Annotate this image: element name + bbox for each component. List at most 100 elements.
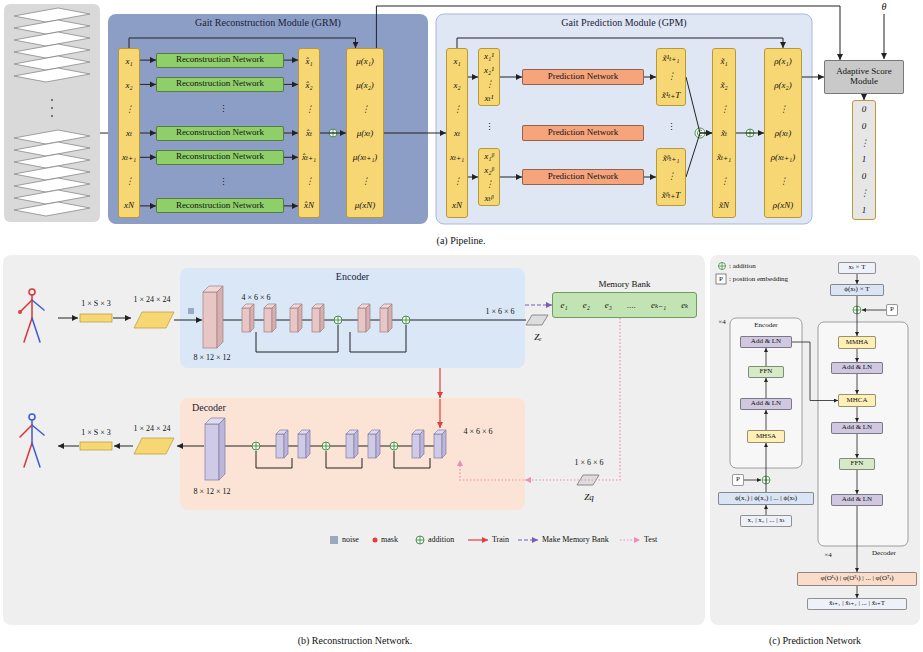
caption: (c) Prediction Network	[769, 636, 861, 646]
box-label: Add & LN	[842, 364, 872, 372]
vector-entry: ρ(xN)	[773, 201, 793, 210]
vector-entry: x̃ᵝₜ₊₁	[663, 154, 680, 163]
vector-entry: x̂₂	[305, 81, 312, 90]
vector-entry: 1	[862, 206, 867, 215]
vector-entry: μ(xN)	[355, 201, 376, 210]
vector-entry: ⋮	[305, 177, 314, 186]
box-label: φ(O¹ₜ) | φ(O²ₜ) | ... | φ(Oᵀₜ)	[820, 575, 893, 583]
legend-text: noise	[342, 536, 359, 544]
embedding-row: ϕ(xₜ) × T	[830, 284, 884, 296]
legend-text: : position embedding	[729, 276, 788, 283]
legend-text: Test	[644, 536, 657, 544]
ffn-layer: FFN	[839, 458, 875, 470]
dimension-label: 8 × 12 × 12	[193, 488, 230, 496]
vector-entry: 1	[862, 155, 867, 164]
vector-entry: x̂₁	[305, 57, 312, 66]
vector-entry: 0	[862, 105, 867, 114]
ellipsis-mark: ⋮	[667, 123, 676, 132]
legend-text: Make Memory Bank	[542, 536, 609, 544]
vector-entry: μ(xₜ)	[357, 129, 374, 138]
vector-column: x̃¹ₜ₊₁⋮x̃¹ₜ₊T	[656, 48, 686, 106]
symbol-label: P	[719, 276, 723, 283]
vector-entry: x₂	[125, 81, 132, 90]
vector-column: x₁x₂⋮xₜxₜ₊₁⋮xN	[118, 48, 140, 218]
dimension-label: 1 × 6 × 6	[485, 308, 514, 316]
vector-entry: xₜ₊₁	[450, 153, 464, 162]
caption: (a) Pipeline.	[437, 236, 486, 246]
vector-entry: x₁ᵝ	[484, 152, 494, 161]
block-title: Decoder	[872, 549, 896, 557]
legend-samples	[330, 263, 726, 545]
encoder-box: Encoder	[180, 268, 525, 368]
memory-entries: e₁e₂e₃....eₖ₋₁eₖ	[553, 300, 696, 310]
vector-entry: μ(x₁)	[356, 57, 374, 66]
output-row: φ(O¹ₜ) | φ(O²ₜ) | ... | φ(Oᵀₜ)	[797, 572, 917, 586]
norm-layer: Add & LN	[740, 398, 792, 410]
dimension-label: 8 × 12 × 12	[193, 354, 230, 362]
connector	[802, 77, 824, 78]
vector-entry: ρ(x₂)	[774, 81, 791, 90]
connector	[857, 586, 858, 598]
box-label: Add & LN	[842, 496, 872, 504]
connector	[284, 133, 298, 134]
input-row: xₜ × T	[838, 262, 876, 274]
box-label: Reconstruction Network	[176, 128, 264, 138]
vector-entry: ⋮	[305, 105, 314, 114]
network-box: Reconstruction Network	[156, 150, 284, 165]
input-row: x₁ | x₂ | ... | xₜ	[740, 515, 792, 527]
box-label: ϕ(x₁) | ϕ(x₂) | ... | ϕ(xₜ)	[735, 495, 797, 503]
connector	[140, 205, 156, 206]
vector-entry: x̂N	[304, 201, 314, 210]
repeat-count: ×4	[824, 552, 831, 559]
vector-entry: xN	[124, 201, 134, 210]
vector-entry: ⋮	[779, 177, 788, 186]
dimension-label: 1 × 24 × 24	[133, 425, 170, 433]
connector	[525, 318, 620, 480]
network-box: Reconstruction Network	[156, 126, 284, 141]
position-embedding: P	[886, 304, 898, 316]
dimension-label: 1 × S × 3	[81, 300, 110, 308]
vector-entry: x̃¹ₜ₊₁	[663, 54, 680, 63]
output-row: x̃ₜ₊₁ | x̃ₜ₊₂ | ... | x̃ₜ₊T	[807, 598, 907, 610]
vector-entry: x₁¹	[484, 52, 494, 61]
vector-entry: ⋮	[453, 105, 462, 114]
connector	[644, 177, 656, 178]
connector	[644, 77, 656, 78]
vector-entry: xN	[452, 201, 462, 210]
box-label: Add & LN	[751, 400, 781, 408]
connector	[766, 443, 767, 492]
network-box: Reconstruction Network	[156, 53, 284, 68]
vector-entry: μ(xₜ₊₁)	[353, 153, 378, 162]
module-box: Gait Prediction Module (GPM)x₁x₂⋮xₜxₜ₊₁⋮…	[436, 14, 812, 224]
box-label: Adaptive Score Module	[827, 67, 901, 87]
vector-entry: 0	[862, 172, 867, 181]
vector-entry: x̃₂	[720, 81, 727, 90]
connector	[686, 133, 712, 177]
vector-entry: x̂ₜ	[306, 129, 312, 138]
attention-layer: MHCA	[838, 394, 876, 407]
connector	[857, 434, 858, 458]
vector-entry: ⋮	[453, 177, 462, 186]
vector-entry: ⋮	[779, 105, 788, 114]
connector	[500, 77, 522, 78]
box-label: P	[736, 476, 740, 484]
vector-column: ρ(x₁)ρ(x₂)⋮ρ(xₜ)ρ(xₜ₊₁)⋮ρ(xN)	[764, 48, 802, 218]
connector	[766, 505, 767, 515]
connector	[500, 177, 522, 178]
box-label: P	[890, 306, 894, 314]
vector-entry: x̃₁	[720, 57, 727, 66]
decoder-box: Decoder	[180, 398, 525, 510]
memory-entry: e₃	[605, 300, 612, 310]
encoder-layers	[58, 286, 548, 352]
legend-text: : addition	[729, 263, 756, 270]
dimension-label: 4 × 6 × 6	[241, 294, 270, 302]
connector	[857, 274, 858, 284]
box-label: Reconstruction Network	[176, 55, 264, 65]
dimension-label: 1 × 24 × 24	[133, 296, 170, 304]
vector-entry: ⋮	[361, 177, 370, 186]
box-label: x̃ₜ₊₁ | x̃ₜ₊₂ | ... | x̃ₜ₊T	[829, 600, 885, 608]
vector-entry: ρ(x₁)	[774, 57, 791, 66]
block-title: Gait Reconstruction Module (GRM)	[195, 17, 341, 28]
vector-entry: x̃ᵝₜ₊T	[662, 191, 681, 200]
box-label: xₜ × T	[849, 264, 866, 272]
